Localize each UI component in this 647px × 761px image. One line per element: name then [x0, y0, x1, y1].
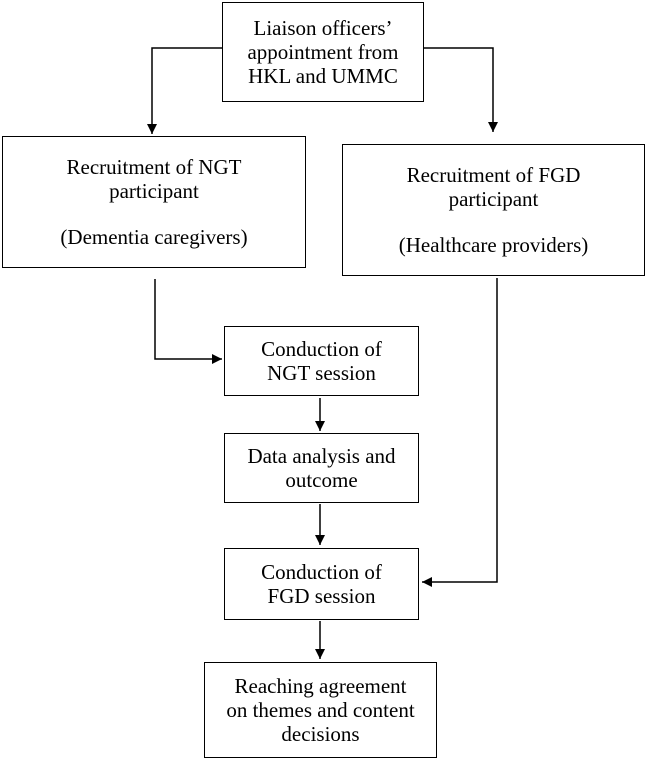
node-text: participant	[109, 179, 199, 203]
node-text: decisions	[281, 722, 360, 746]
edge-liaison-to-fgd-recruitment	[424, 47, 498, 132]
node-text: outcome	[285, 468, 358, 492]
edge-fgd-recruitment-to-fgd-session	[422, 278, 498, 587]
node-ngt-session: Conduction of NGT session	[224, 326, 419, 396]
node-text: Recruitment of FGD	[406, 163, 581, 187]
node-subtext: (Dementia caregivers)	[60, 225, 248, 249]
node-text: Reaching agreement	[234, 674, 407, 698]
node-ngt-recruitment: Recruitment of NGT participant (Dementia…	[2, 136, 306, 268]
node-data-analysis: Data analysis and outcome	[224, 433, 419, 503]
node-text: Conduction of	[261, 337, 382, 361]
node-text: NGT session	[267, 361, 376, 385]
node-text: participant	[448, 187, 539, 211]
edge-liaison-to-ngt-recruitment	[147, 47, 222, 134]
node-text: appointment from	[247, 40, 399, 64]
node-text: Recruitment of NGT	[66, 155, 242, 179]
node-fgd-recruitment: Recruitment of FGD participant (Healthca…	[342, 144, 645, 276]
edge-ngt-recruitment-to-ngt-session	[154, 279, 222, 364]
node-text: on themes and content	[226, 698, 415, 722]
node-liaison-officers: Liaison officers’ appointment from HKL a…	[222, 2, 424, 102]
node-text: Liaison officers’	[253, 16, 393, 40]
node-text: Conduction of	[261, 560, 382, 584]
node-text: HKL and UMMC	[248, 64, 398, 88]
node-reaching-agreement: Reaching agreement on themes and content…	[204, 662, 437, 758]
node-text: FGD session	[267, 584, 376, 608]
node-fgd-session: Conduction of FGD session	[224, 548, 419, 620]
node-subtext: (Healthcare providers)	[398, 233, 589, 257]
node-text: Data analysis and	[247, 444, 396, 468]
